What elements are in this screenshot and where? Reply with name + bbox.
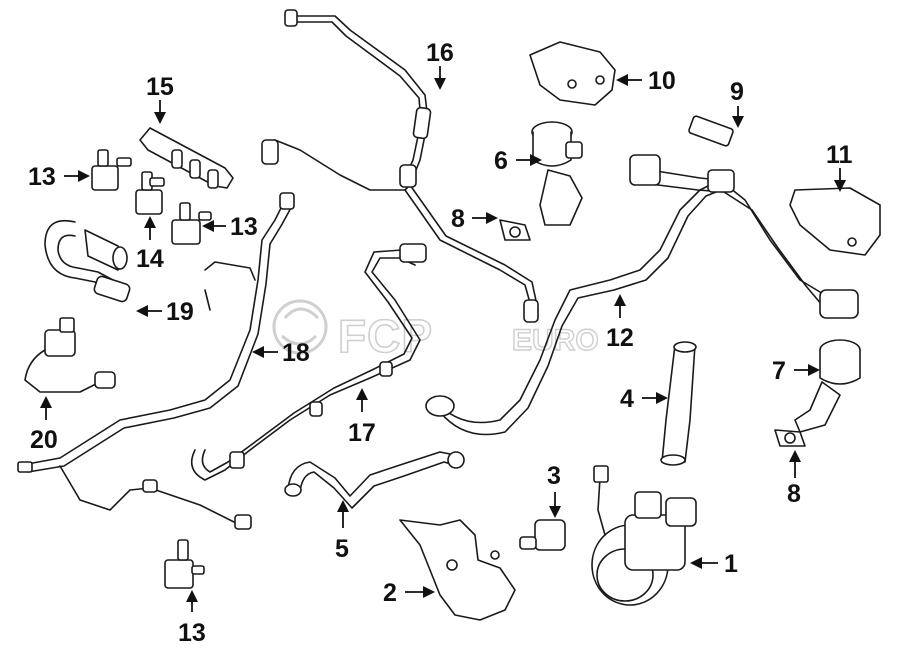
callout-4: 4 [620, 385, 668, 413]
callout-16: 16 [426, 39, 454, 90]
callout-16-label: 16 [426, 39, 454, 67]
callout-8a-label: 8 [451, 205, 465, 233]
part-16-line-assembly [261, 9, 539, 323]
callout-8a: 8 [451, 205, 498, 233]
callout-1-label: 1 [724, 550, 738, 578]
callout-5-label: 5 [335, 535, 349, 563]
callout-5: 5 [335, 500, 349, 563]
callout-15-label: 15 [146, 73, 174, 101]
watermark-logo-swirl-icon [281, 307, 320, 346]
callout-9-label: 9 [730, 78, 744, 106]
callout-19: 19 [136, 298, 194, 326]
part-11-heat-shield [789, 187, 881, 256]
part-6-valve [531, 121, 583, 226]
callout-13c: 13 [178, 590, 206, 647]
part-13-valve-middle [171, 202, 212, 245]
callout-3-label: 3 [547, 462, 561, 490]
callout-14: 14 [136, 216, 164, 273]
callout-4-label: 4 [620, 385, 634, 413]
callout-2: 2 [383, 579, 435, 607]
part-15-rail-pipe [139, 127, 234, 189]
callout-18: 18 [252, 339, 310, 367]
callout-13b-label: 13 [230, 213, 258, 241]
watermark: FCP EURO [272, 299, 599, 363]
callout-13c-label: 13 [178, 619, 206, 647]
callout-15: 15 [146, 73, 174, 124]
callout-20: 20 [30, 396, 58, 454]
callout-13b: 13 [202, 213, 258, 241]
part-18-line [17, 192, 295, 530]
callout-14-label: 14 [136, 245, 164, 273]
part-17-hose [190, 243, 427, 481]
callout-7: 7 [772, 357, 820, 385]
callout-2-label: 2 [383, 579, 397, 607]
callout-8b: 8 [787, 450, 801, 508]
part-12-hose-assembly [425, 154, 859, 436]
callout-17-label: 17 [348, 419, 376, 447]
part-8-gasket-top [499, 219, 531, 241]
callout-11: 11 [826, 141, 853, 192]
part-1-air-pump [591, 465, 697, 606]
part-4-pipe [660, 341, 697, 466]
part-13-valve-bottom [164, 539, 205, 589]
part-5-hose [284, 451, 465, 509]
part-10-heat-shield [529, 41, 616, 106]
callout-20-label: 20 [30, 426, 58, 454]
part-7-valve [794, 339, 861, 433]
callout-10-label: 10 [648, 67, 676, 95]
callout-3: 3 [547, 462, 561, 518]
callout-19-label: 19 [166, 298, 194, 326]
callout-9: 9 [730, 78, 744, 128]
callout-12-label: 12 [606, 324, 634, 352]
callout-10: 10 [616, 67, 676, 95]
callout-12: 12 [606, 294, 634, 352]
callout-7-label: 7 [772, 357, 786, 385]
callout-6: 6 [494, 147, 542, 175]
part-8-gasket-right [774, 429, 806, 447]
part-9-sensor [688, 115, 734, 147]
callout-11-label: 11 [826, 141, 853, 169]
watermark-brand: FCP [338, 310, 433, 362]
part-14-valve [135, 171, 165, 215]
callout-17: 17 [348, 388, 376, 447]
part-3-connector [519, 519, 566, 551]
part-2-bracket [399, 519, 516, 621]
part-20-valve-line [24, 317, 116, 393]
callout-13a-label: 13 [28, 163, 56, 191]
callout-1: 1 [690, 550, 738, 578]
callout-13a: 13 [28, 163, 90, 191]
callout-8b-label: 8 [787, 480, 801, 508]
callout-6-label: 6 [494, 147, 508, 175]
watermark-logo-icon [272, 299, 328, 355]
watermark-suffix: EURO [512, 324, 599, 357]
callout-18-label: 18 [282, 339, 310, 367]
part-19-hose [44, 220, 131, 303]
part-13-valve-top-left [91, 149, 132, 191]
